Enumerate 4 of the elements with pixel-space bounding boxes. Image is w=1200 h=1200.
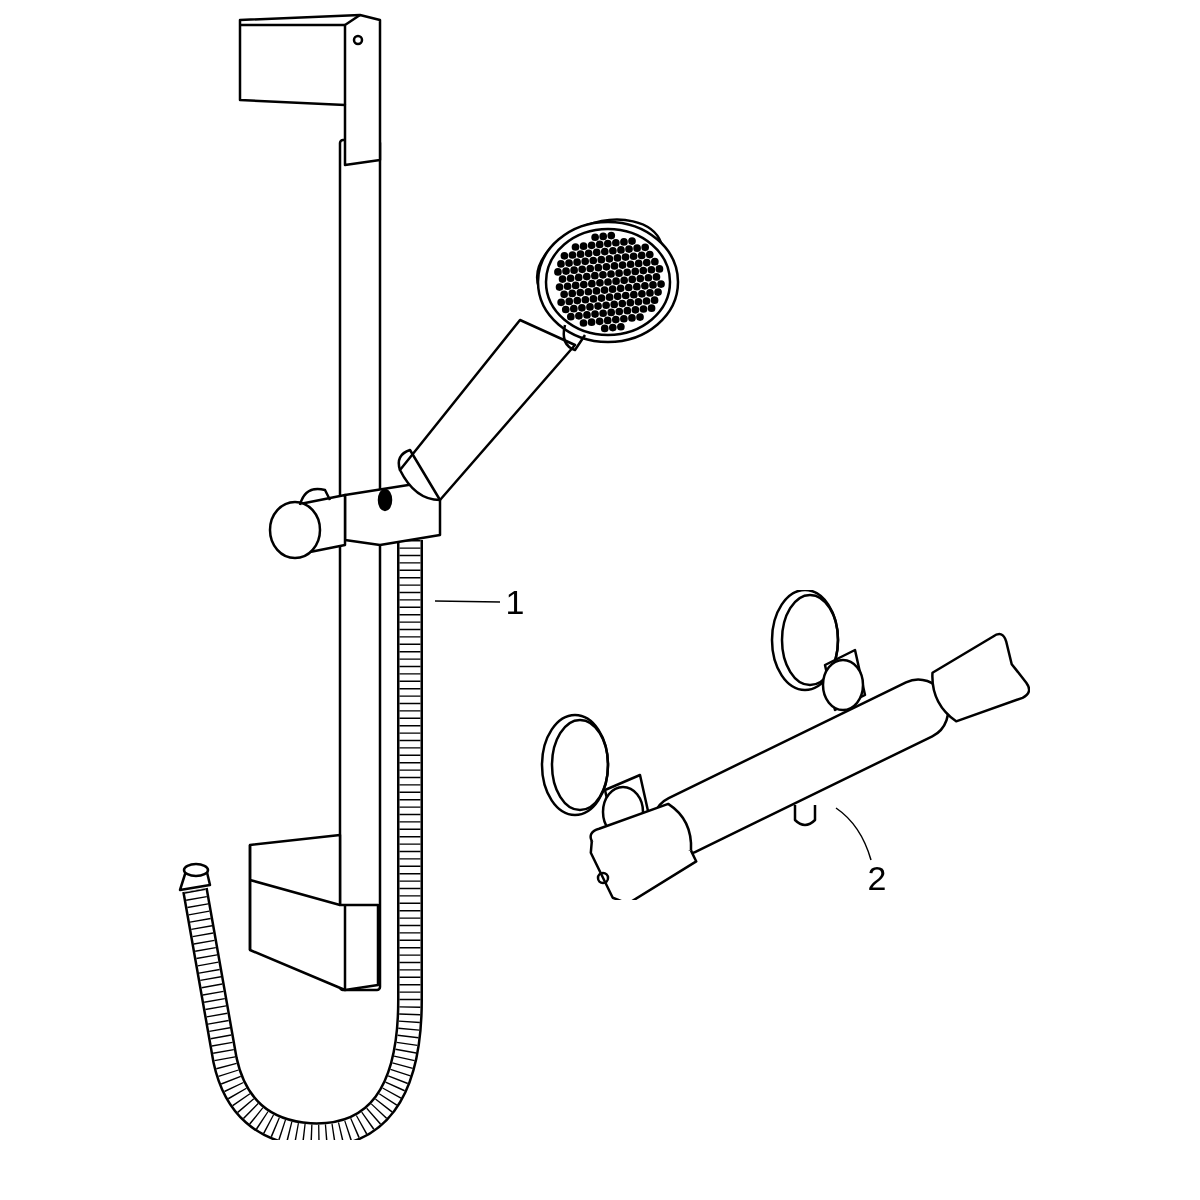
callout-number: 1 (505, 585, 525, 619)
leader-line (434, 600, 501, 603)
callout-number: 2 (867, 861, 887, 895)
leader-line (835, 807, 872, 861)
